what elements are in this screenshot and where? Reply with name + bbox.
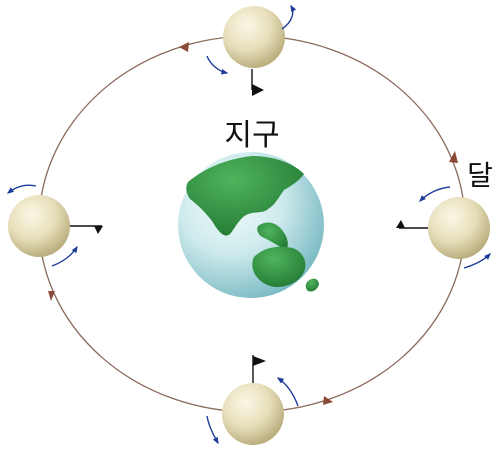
- rotation-arrow-icon: [276, 377, 299, 407]
- rotation-arrow-icon: [206, 415, 219, 445]
- orbit-direction-arrow-bottom: [323, 396, 333, 405]
- rotation-arrow-icon: [51, 245, 78, 267]
- rotation-arrow-icon: [463, 253, 491, 269]
- rotation-arrow-icon: [6, 184, 37, 194]
- moon-bottom: [206, 355, 299, 445]
- flag-icon: [94, 226, 103, 234]
- earth-land-newzealand: [305, 278, 319, 292]
- moon-label: 달: [467, 159, 493, 192]
- orbit-direction-arrow-top: [179, 42, 189, 52]
- moon-left: [6, 184, 103, 267]
- earth-land-australia: [252, 246, 306, 287]
- flag-icon: [252, 84, 264, 96]
- earth-land-islands: [257, 222, 288, 251]
- rotation-arrow-icon: [281, 4, 297, 30]
- rotation-arrow-icon: [206, 55, 229, 75]
- earth-label: 지구: [224, 118, 279, 153]
- earth: [178, 152, 324, 298]
- moon-top: [206, 4, 297, 96]
- moon-right: [396, 186, 491, 269]
- orbit-direction-arrow-left: [48, 291, 55, 301]
- earth-land-asia: [186, 156, 304, 236]
- rotation-arrow-icon: [419, 186, 451, 202]
- orbit-direction-arrow-right: [449, 151, 458, 163]
- flag-icon: [396, 220, 405, 228]
- flag-icon: [253, 356, 266, 366]
